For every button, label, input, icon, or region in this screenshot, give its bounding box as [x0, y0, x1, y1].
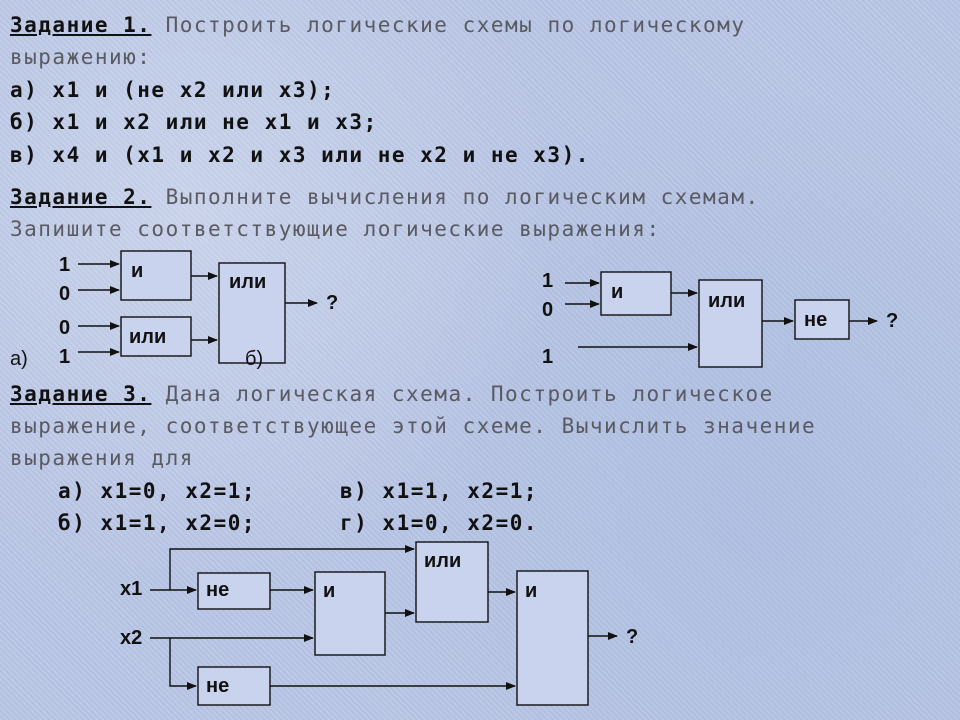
task3-case-g: г) x1=0, x2=0.	[340, 511, 539, 535]
scheme3-and-gate-1	[314, 571, 386, 656]
scheme-b-input-2: 0	[542, 299, 554, 321]
task3-heading: Задание 3.	[10, 382, 152, 406]
task3-case-b: б) x1=1, x2=0;	[58, 511, 257, 535]
scheme-b-input-1: 1	[542, 270, 554, 292]
scheme3-output: ?	[626, 626, 639, 648]
task1-line2: выражению:	[10, 45, 152, 69]
scheme3-or-label: или	[424, 550, 462, 572]
scheme-a-or-label-2: или	[229, 271, 267, 293]
scheme-a-input-2: 0	[59, 283, 71, 305]
task1-item-c: в) x4 и (x1 и x2 и x3 или не x2 и не x3)…	[10, 143, 590, 167]
task3-text: Дана логическая схема. Построить логичес…	[165, 382, 774, 406]
scheme-b-label: б)	[245, 348, 264, 370]
scheme3-and-label-1: и	[323, 580, 336, 602]
scheme-a-input-3: 0	[59, 317, 71, 339]
scheme3-and-label-2: и	[525, 580, 538, 602]
scheme-b-output: ?	[886, 310, 899, 332]
scheme3-not-gate-2	[197, 666, 271, 706]
task1-item-a: а) x1 и (не x2 или x3);	[10, 78, 336, 102]
task1-text: Построить логические схемы по логическом…	[165, 13, 746, 37]
scheme-a-label: а)	[10, 348, 28, 370]
scheme3-not-label-2: не	[206, 675, 230, 697]
scheme-b-input-3: 1	[542, 346, 554, 368]
scheme-b-and-label: и	[611, 281, 624, 303]
scheme3-or-gate	[415, 541, 489, 623]
task3-case-v: в) x1=1, x2=1;	[340, 479, 539, 503]
task2-text: Выполните вычисления по логическим схема…	[165, 185, 760, 209]
task2-line2: Запишите соответствующие логические выра…	[10, 217, 661, 241]
scheme-b-or-gate	[698, 279, 763, 368]
scheme3-not-label-1: не	[206, 579, 230, 601]
task1-heading: Задание 1.	[10, 13, 152, 37]
scheme-b-or-label: или	[708, 290, 746, 312]
scheme3-and-gate-2	[516, 570, 589, 706]
scheme3-not-gate-1	[197, 572, 271, 610]
scheme-a-or-label-1: или	[129, 326, 167, 348]
scheme-3-diagram	[150, 541, 618, 706]
scheme-b-not-label: не	[804, 309, 828, 331]
task1-item-b: б) x1 и x2 или не x1 и x3;	[10, 110, 378, 134]
scheme-a-or-gate-1	[120, 316, 192, 357]
task3-line2: выражение, соответствующее этой схеме. В…	[10, 414, 817, 438]
scheme3-input-x2: x2	[120, 627, 143, 649]
scheme-a-output: ?	[326, 292, 339, 314]
task3-line3: выражения для	[10, 446, 194, 470]
scheme3-input-x1: x1	[120, 578, 143, 600]
scheme-a-input-4: 1	[59, 346, 71, 368]
scheme-b-diagram	[565, 271, 878, 368]
task1-line1: Задание 1. Построить логические схемы по…	[10, 12, 745, 38]
task2-line1: Задание 2. Выполните вычисления по логич…	[10, 184, 760, 210]
scheme-a-or-gate-2	[218, 262, 286, 364]
scheme-a-input-1: 1	[59, 254, 71, 276]
scheme-a-diagram	[78, 250, 318, 364]
task2-heading: Задание 2.	[10, 185, 152, 209]
scheme-a-and-gate	[120, 250, 192, 301]
scheme-b-not-gate	[794, 299, 850, 340]
scheme-a-and-label: и	[131, 260, 144, 282]
task3-line1: Задание 3. Дана логическая схема. Постро…	[10, 381, 774, 407]
task3-case-a: а) x1=0, x2=1;	[58, 479, 257, 503]
